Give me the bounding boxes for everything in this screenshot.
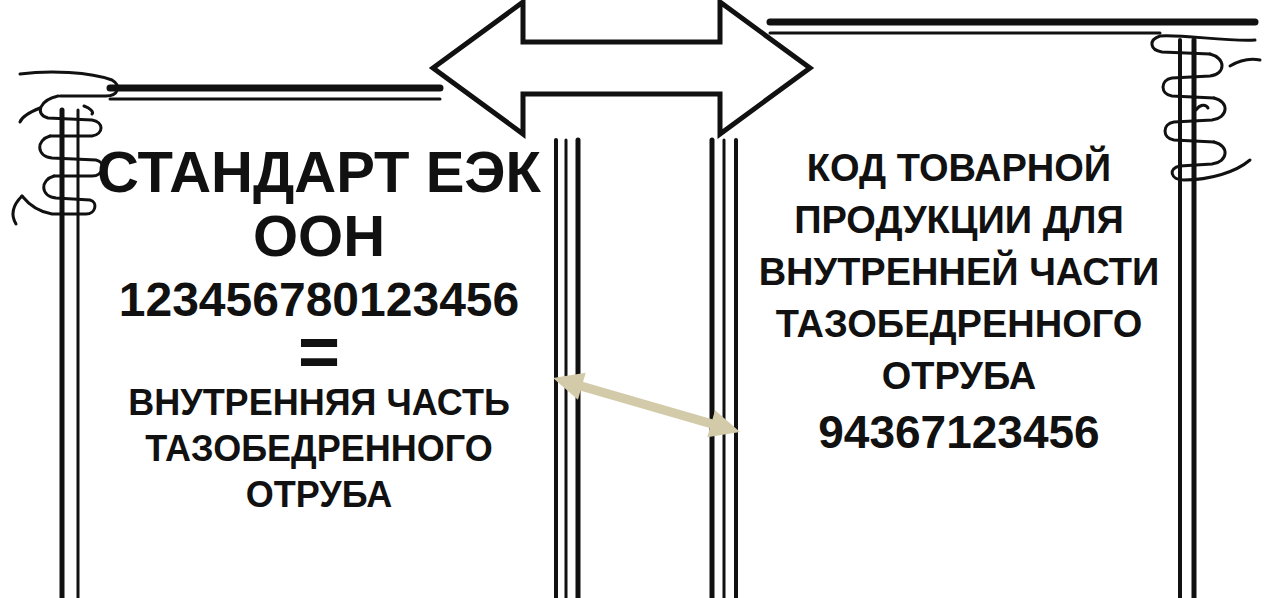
page-text: КОД ТОВАРНОЙ ПРОДУКЦИИ ДЛЯ ВНУТРЕННЕЙ ЧА… xyxy=(740,142,1178,460)
body-text: 123456780123456 xyxy=(85,272,553,328)
body-text: = xyxy=(85,328,553,374)
body-text: ВНУТРЕННЯЯ ЧАСТЬ ТАЗОБЕДРЕННОГО ОТРУБА xyxy=(85,380,553,518)
correspondence-arrow xyxy=(553,373,740,437)
body-text: 94367123456 xyxy=(740,404,1178,460)
page-text: СТАНДАРТ ЕЭК ООН123456780123456= ВНУТРЕНН… xyxy=(85,140,553,518)
block-double-arrow xyxy=(433,2,810,134)
heading-text: КОД ТОВАРНОЙ ПРОДУКЦИИ ДЛЯ ВНУТРЕННЕЙ ЧА… xyxy=(740,142,1178,402)
heading-text: СТАНДАРТ ЕЭК ООН xyxy=(85,140,553,268)
